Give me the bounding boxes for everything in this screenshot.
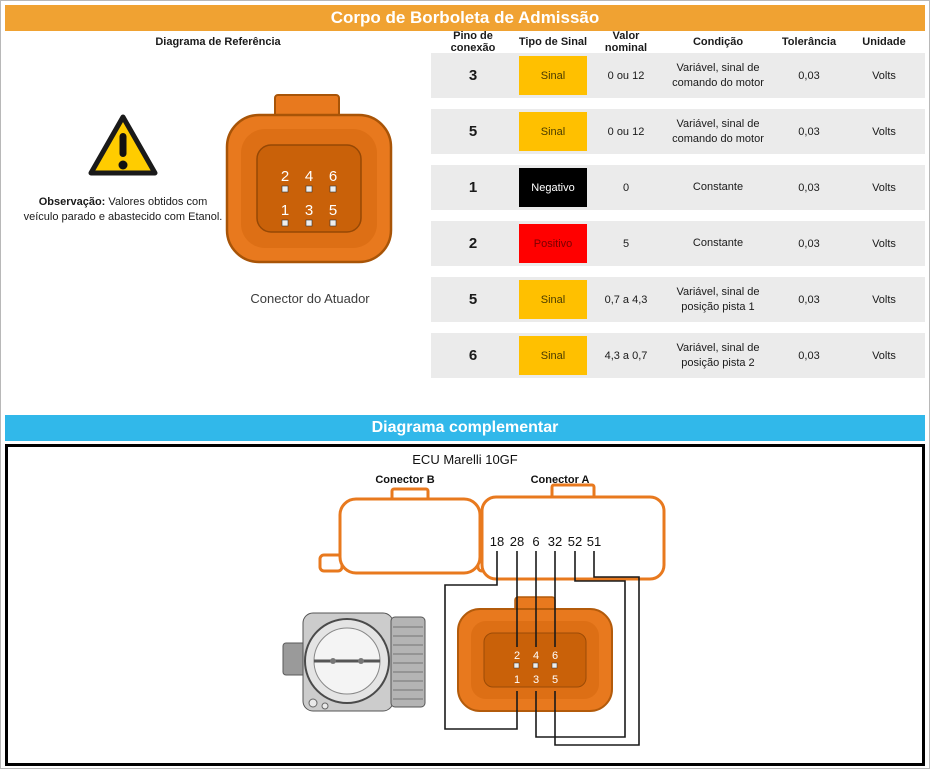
pin-number: 5 (468, 291, 478, 308)
signal-type-chip: Sinal (519, 280, 587, 319)
pin-label: 5 (329, 202, 337, 219)
column-header-pin: Pino de conexão (450, 30, 496, 54)
condition: Constante (692, 181, 744, 194)
condition: Variável, sinal de posição pista 1 (676, 286, 760, 313)
pin-number: 6 (468, 347, 478, 364)
condition: Constante (692, 237, 744, 250)
ecu-pin: 6 (532, 534, 539, 549)
column-header-reference: Diagrama de Referência (155, 36, 281, 48)
unit: Volts (872, 237, 896, 250)
signal-type-chip: Sinal (519, 112, 587, 151)
ecu-pin: 32 (548, 534, 562, 549)
wire-lines (444, 551, 640, 746)
actuator-connector-diagram: 2 4 6 1 3 5 (225, 94, 393, 264)
column-header-value: Valor nominal (604, 30, 648, 54)
table-header: Diagrama de Referência Pino de conexão T… (5, 30, 925, 54)
signal-type-chip: Positivo (519, 224, 587, 263)
table-row: 1 Negativo 0 Constante 0,03 Volts (431, 165, 925, 210)
pin-label: 1 (514, 674, 520, 686)
pin-label: 5 (552, 674, 558, 686)
tolerance: 0,03 (798, 69, 820, 82)
page-title: Corpo de Borboleta de Admissão (5, 5, 925, 31)
complementary-diagram: ECU Marelli 10GF Conector B Conector A 1… (5, 444, 925, 766)
warning-icon (88, 114, 158, 176)
throttle-body-illustration (282, 612, 426, 712)
column-header-condition: Condição (692, 36, 744, 48)
observation-text: Observação: Valores obtidos com veículo … (23, 195, 223, 225)
tolerance: 0,03 (798, 237, 820, 250)
signal-type-cell: Negativo (515, 168, 591, 207)
signal-type-cell: Sinal (515, 280, 591, 319)
pin-label: 3 (533, 674, 539, 686)
main-content: Observação: Valores obtidos com veículo … (5, 53, 925, 415)
pin-label: 6 (552, 650, 558, 662)
nominal-value: 0 (622, 181, 630, 194)
signal-table: 3 Sinal 0 ou 12 Variável, sinal de coman… (431, 53, 925, 415)
ecu-pin-numbers: 18 28 6 32 52 51 (490, 534, 601, 549)
reference-panel: Observação: Valores obtidos com veículo … (5, 53, 431, 415)
ecu-pin: 18 (490, 534, 504, 549)
tolerance: 0,03 (798, 349, 820, 362)
connector-b-label: Conector B (375, 474, 435, 486)
connector-caption: Conector do Atuador (250, 291, 370, 306)
condition: Variável, sinal de comando do motor (672, 118, 764, 145)
tolerance: 0,03 (798, 293, 820, 306)
nominal-value: 0 ou 12 (607, 69, 645, 82)
column-header-type: Tipo de Sinal (518, 36, 588, 48)
unit: Volts (872, 181, 896, 194)
observation-label: Observação: (38, 196, 106, 208)
observation-body: Valores obtidos com veículo parado e aba… (23, 196, 223, 223)
wiring-diagram: 18 28 6 32 52 51 (282, 483, 666, 746)
pin-label: 2 (514, 650, 520, 662)
actuator-connector-small: 2 4 6 1 3 5 (457, 596, 613, 712)
unit: Volts (872, 69, 896, 82)
nominal-value: 0,7 a 4,3 (604, 293, 648, 306)
unit: Volts (872, 293, 896, 306)
ecu-pin: 52 (568, 534, 582, 549)
pin-label: 1 (281, 202, 289, 219)
table-row: 5 Sinal 0,7 a 4,3 Variável, sinal de pos… (431, 277, 925, 322)
pin-number: 5 (468, 123, 478, 140)
pin-label: 6 (329, 168, 337, 185)
pin-label: 3 (305, 202, 313, 219)
table-row: 2 Positivo 5 Constante 0,03 Volts (431, 221, 925, 266)
unit: Volts (872, 349, 896, 362)
pin-label: 4 (305, 168, 313, 185)
table-row: 5 Sinal 0 ou 12 Variável, sinal de coman… (431, 109, 925, 154)
nominal-value: 4,3 a 0,7 (604, 349, 648, 362)
column-header-unit: Unidade (862, 36, 906, 48)
pin-number: 3 (468, 67, 478, 84)
ecu-connector-a-outline (480, 483, 666, 581)
nominal-value: 0 ou 12 (607, 125, 645, 138)
pin-number: 2 (468, 235, 478, 252)
tolerance: 0,03 (798, 125, 820, 138)
table-row: 3 Sinal 0 ou 12 Variável, sinal de coman… (431, 53, 925, 98)
signal-type-cell: Sinal (515, 112, 591, 151)
condition: Variável, sinal de comando do motor (672, 62, 764, 89)
condition: Variável, sinal de posição pista 2 (676, 342, 760, 369)
signal-type-cell: Sinal (515, 336, 591, 375)
complementary-section-title: Diagrama complementar (5, 415, 925, 441)
column-header-tolerance: Tolerância (781, 36, 837, 48)
pin-number: 1 (468, 179, 478, 196)
pin-label: 4 (533, 650, 539, 662)
ecu-pin: 28 (510, 534, 524, 549)
unit: Volts (872, 125, 896, 138)
pin-label: 2 (281, 168, 289, 185)
signal-type-cell: Positivo (515, 224, 591, 263)
table-row: 6 Sinal 4,3 a 0,7 Variável, sinal de pos… (431, 333, 925, 378)
ecu-connector-b-outline (318, 487, 502, 575)
connector-a-label: Conector A (530, 474, 590, 486)
signal-type-chip: Sinal (519, 336, 587, 375)
ecu-pin: 51 (587, 534, 601, 549)
nominal-value: 5 (622, 237, 630, 250)
ecu-title: ECU Marelli 10GF (412, 452, 518, 467)
signal-type-cell: Sinal (515, 56, 591, 95)
tolerance: 0,03 (798, 181, 820, 194)
signal-type-chip: Sinal (519, 56, 587, 95)
signal-type-chip: Negativo (519, 168, 587, 207)
